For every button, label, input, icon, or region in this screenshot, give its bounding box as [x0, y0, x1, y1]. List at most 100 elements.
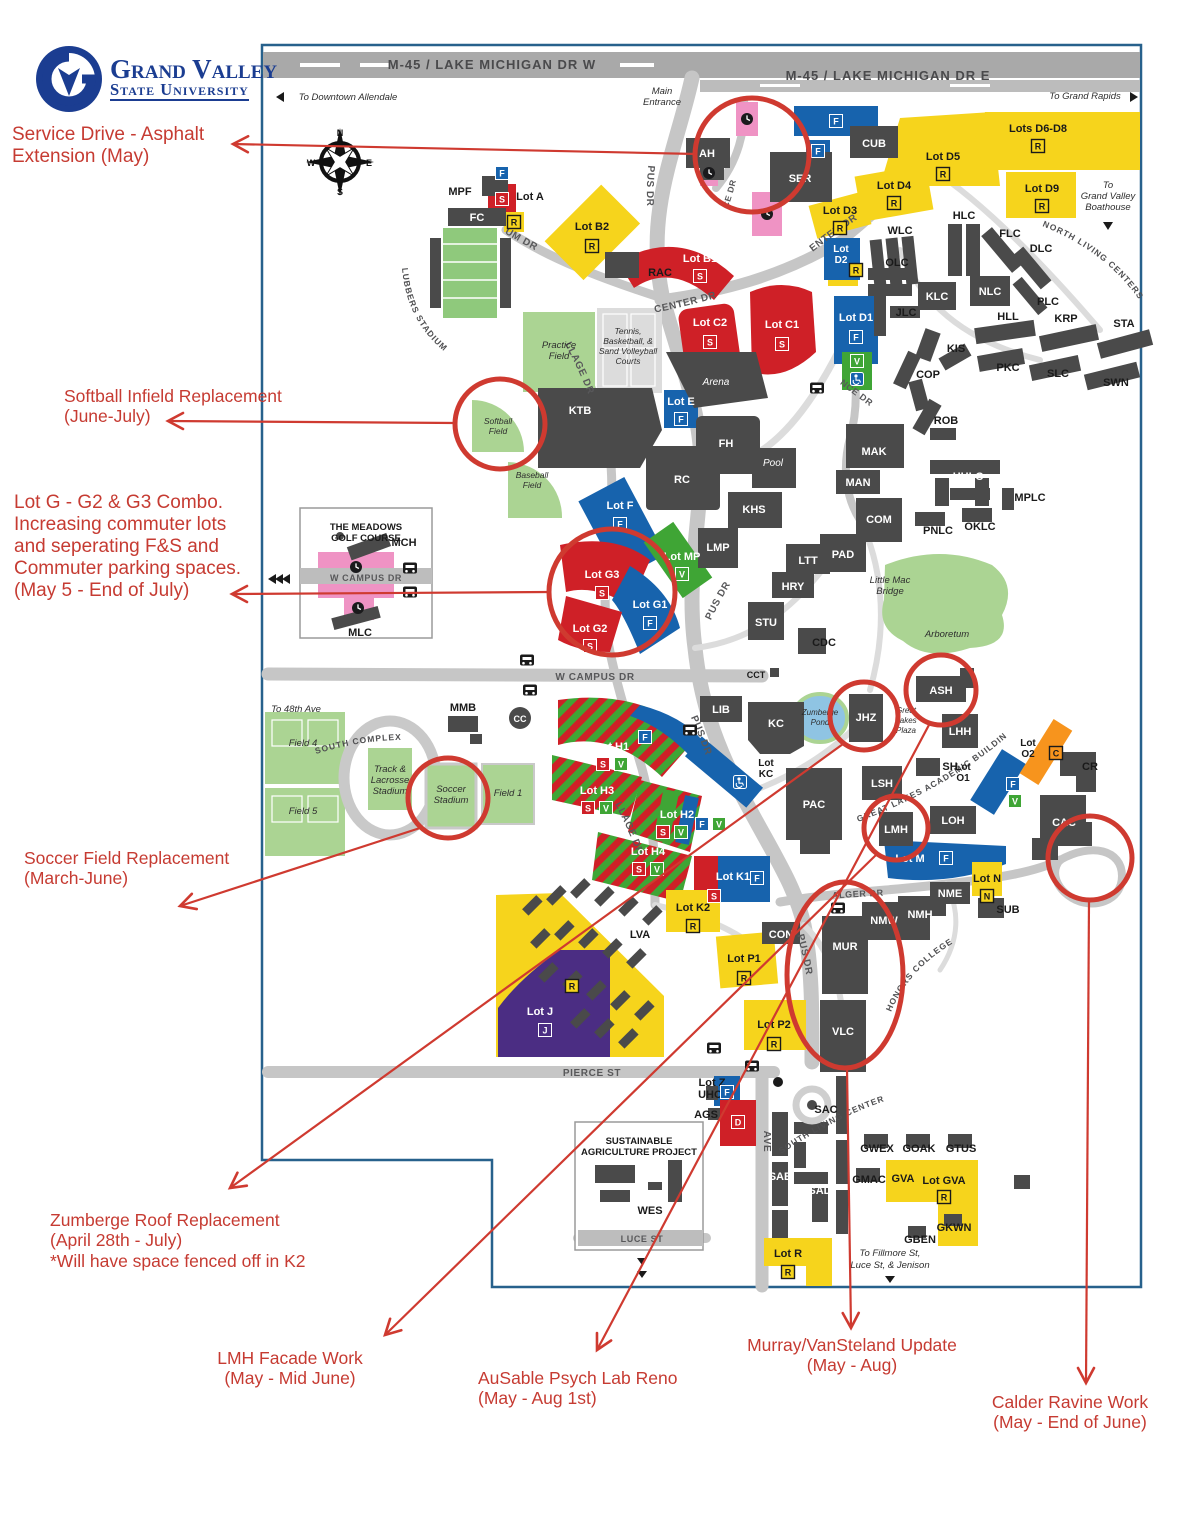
lot-b2-label: Lot B2	[575, 221, 609, 233]
annotation-line: Lot G - G2 & G3 Combo.	[14, 492, 224, 513]
to-48th-label: To 48th Ave	[271, 704, 321, 715]
gwex-label: GWEX	[860, 1143, 894, 1155]
svg-text:S: S	[337, 187, 343, 197]
construction-overlay	[165, 95, 1135, 1386]
svg-text:D: D	[735, 1118, 742, 1128]
permit-badges: F S R R S S S F V R R R R R R F F F F S …	[495, 114, 1064, 1280]
svg-text:R: R	[1035, 142, 1042, 152]
ausable-line	[596, 722, 931, 1351]
svg-text:V: V	[716, 820, 722, 830]
lot-d9-label: Lot D9	[1025, 183, 1059, 195]
annotation-line: (May - Mid June)	[224, 1368, 356, 1389]
field-4-label: Field 4	[289, 738, 318, 749]
field-1-label: Field 1	[494, 788, 523, 799]
svg-text:F: F	[724, 1088, 730, 1098]
svg-text:F: F	[815, 147, 821, 157]
annotation-service-drive: Service Drive - Asphalt Extension (May)	[12, 124, 248, 168]
svg-text:S: S	[599, 589, 605, 599]
svg-text:C: C	[1053, 749, 1060, 759]
svg-text:F: F	[647, 619, 653, 629]
svg-text:R: R	[891, 199, 898, 209]
svg-text:V: V	[618, 760, 624, 770]
compass-rose: N E S W	[306, 128, 374, 197]
arena-label: Arena	[702, 377, 730, 388]
gva-label: GVA	[891, 1173, 914, 1185]
lmh-label: LMH	[884, 824, 908, 836]
annotation-line: Softball Infield Replacement	[64, 386, 282, 406]
ash-circle	[903, 652, 979, 728]
svg-text:S: S	[707, 338, 713, 348]
fc-label: FC	[470, 212, 485, 224]
svg-text:S: S	[585, 804, 591, 814]
svg-text:R: R	[511, 218, 518, 228]
svg-text:S: S	[660, 828, 666, 838]
pac-label: PAC	[803, 799, 825, 811]
svg-text:F: F	[853, 333, 859, 343]
clock-icon	[351, 601, 365, 615]
oklc-label: OKLC	[964, 521, 995, 533]
murray-line	[845, 1067, 853, 1329]
cop-label: COP	[916, 369, 940, 381]
lot-b1-label: Lot B1	[683, 253, 717, 265]
svg-text:R: R	[940, 170, 947, 180]
pool-label: Pool	[763, 458, 784, 469]
to-fillmore-label: To Fillmore St,Luce St, & Jenison	[850, 1248, 929, 1271]
lot-labels: Lot A Lot B1 Lot B2 Lot C1 Lot C2 Lot D1…	[516, 123, 1067, 1260]
annotation-ausable: AuSable Psych Lab Reno (May - Aug 1st)	[478, 1368, 708, 1409]
logo-line-1: Grand Valley	[110, 53, 278, 84]
pkc-label: PKC	[996, 362, 1019, 374]
svg-text:S: S	[711, 892, 717, 902]
annotation-murray: Murray/VanSteland Update (May - Aug)	[732, 1335, 972, 1376]
cub-label: CUB	[862, 138, 886, 150]
lmh-circle	[861, 793, 931, 863]
con-label: CON	[769, 929, 794, 941]
svg-text:R: R	[837, 224, 844, 234]
vlc-label: VLC	[832, 1026, 854, 1038]
annotation-zumberge: Zumberge Roof Replacement (April 28th - …	[50, 1210, 380, 1271]
pnlc-label: PNLC	[923, 525, 953, 537]
lot-j-label: Lot J	[527, 1006, 553, 1018]
wlc-label: WLC	[887, 225, 912, 237]
field-5-label: Field 5	[289, 806, 318, 817]
rc-label: RC	[674, 474, 690, 486]
mlc-label: MLC	[348, 627, 372, 639]
svg-text:F: F	[617, 520, 623, 530]
calder-line	[1084, 899, 1091, 1384]
svg-text:R: R	[853, 266, 860, 276]
svg-text:F: F	[1010, 780, 1016, 790]
dlc-label: DLC	[1030, 243, 1053, 255]
clock-icon	[740, 112, 754, 126]
annotation-line: Zumberge Roof Replacement	[50, 1210, 280, 1230]
klc-label: KLC	[926, 291, 949, 303]
to-grand-rapids-label: To Grand Rapids	[1049, 91, 1121, 102]
calder-circle	[1045, 813, 1135, 903]
swn-label: SWN	[1103, 377, 1129, 389]
mur-label: MUR	[832, 941, 857, 953]
cct-label: CCT	[747, 670, 766, 680]
logo-line-2: State University	[110, 80, 249, 102]
kis-label: KIS	[947, 343, 965, 355]
ash-label: ASH	[929, 685, 952, 697]
lot-g2-label: Lot G2	[573, 623, 608, 635]
lot-e-label: Lot E	[667, 396, 695, 408]
plc-label: PLC	[1037, 296, 1059, 308]
soccer-line	[179, 826, 421, 908]
bus-icon	[403, 562, 417, 574]
annotation-line: Commuter parking spaces.	[14, 558, 242, 580]
hhlc-label: HHLC	[953, 471, 984, 483]
lot-g-line	[231, 590, 551, 596]
svg-text:E: E	[366, 158, 372, 168]
svg-text:F: F	[833, 117, 839, 127]
cr-label: CR	[1082, 761, 1098, 773]
svg-text:V: V	[679, 570, 685, 580]
svg-text:R: R	[690, 922, 697, 932]
rob-label: ROB	[934, 415, 959, 427]
svg-text:S: S	[587, 642, 593, 652]
